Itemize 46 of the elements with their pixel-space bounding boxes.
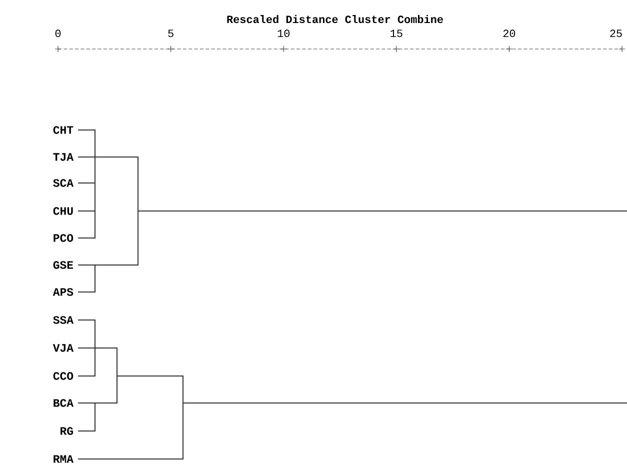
dendrogram-line: [78, 402, 96, 404]
tick-label: 15: [390, 30, 402, 38]
merge-line: [182, 375, 184, 460]
tick-label: 20: [503, 30, 516, 38]
leaf-label: TJA: [53, 153, 74, 161]
dendrogram-line: [94, 402, 118, 404]
dendrogram-line: [94, 156, 138, 158]
leaf-label: CHT: [53, 126, 74, 134]
leaf-label: CHU: [53, 207, 73, 215]
dendrogram-line: [94, 347, 118, 348]
leaf-label: CCO: [53, 372, 74, 380]
dendrogram-line: [94, 264, 138, 266]
leaf-label: SCA: [53, 179, 74, 187]
dendrogram-line: [78, 291, 96, 292]
dendrogram-line: [78, 375, 96, 376]
leaf-label: VJA: [52, 344, 74, 352]
tick-label: 5: [168, 30, 174, 38]
dendrogram-line: [78, 347, 96, 348]
dendrogram-line: [138, 210, 627, 212]
chart-title: Rescaled Distance Cluster Combine: [227, 15, 443, 24]
merge-line: [94, 319, 96, 376]
leaf-label: APS: [52, 288, 74, 296]
tick-label: 25: [610, 30, 622, 38]
merge-line: [94, 402, 96, 432]
dendrogram-line: [78, 182, 96, 184]
merge-line: [116, 347, 118, 404]
leaf-label: GSE: [53, 261, 74, 269]
leaf-label: SSA: [53, 316, 74, 324]
dendrogram-line: [78, 237, 96, 238]
leaf-label: BCA: [54, 399, 74, 407]
dendrogram-line: [78, 319, 96, 320]
merge-line: [94, 264, 96, 292]
tick-label: 0: [55, 30, 61, 38]
tick-label: 10: [278, 30, 290, 38]
dendrogram-line: [78, 458, 184, 460]
dendrogram-line: [116, 375, 184, 376]
dendrogram-line: [78, 129, 96, 130]
dendrogram-line: [182, 402, 627, 404]
merge-line: [94, 129, 96, 238]
dendrogram-line: [78, 264, 96, 266]
dendrogram-line: [78, 430, 96, 432]
leaf-label: RG: [60, 427, 73, 435]
dendrogram-line: [78, 210, 96, 212]
dendrogram-line: [78, 156, 96, 158]
leaf-label: PCO: [54, 234, 74, 242]
leaf-label: RMA: [54, 455, 74, 463]
